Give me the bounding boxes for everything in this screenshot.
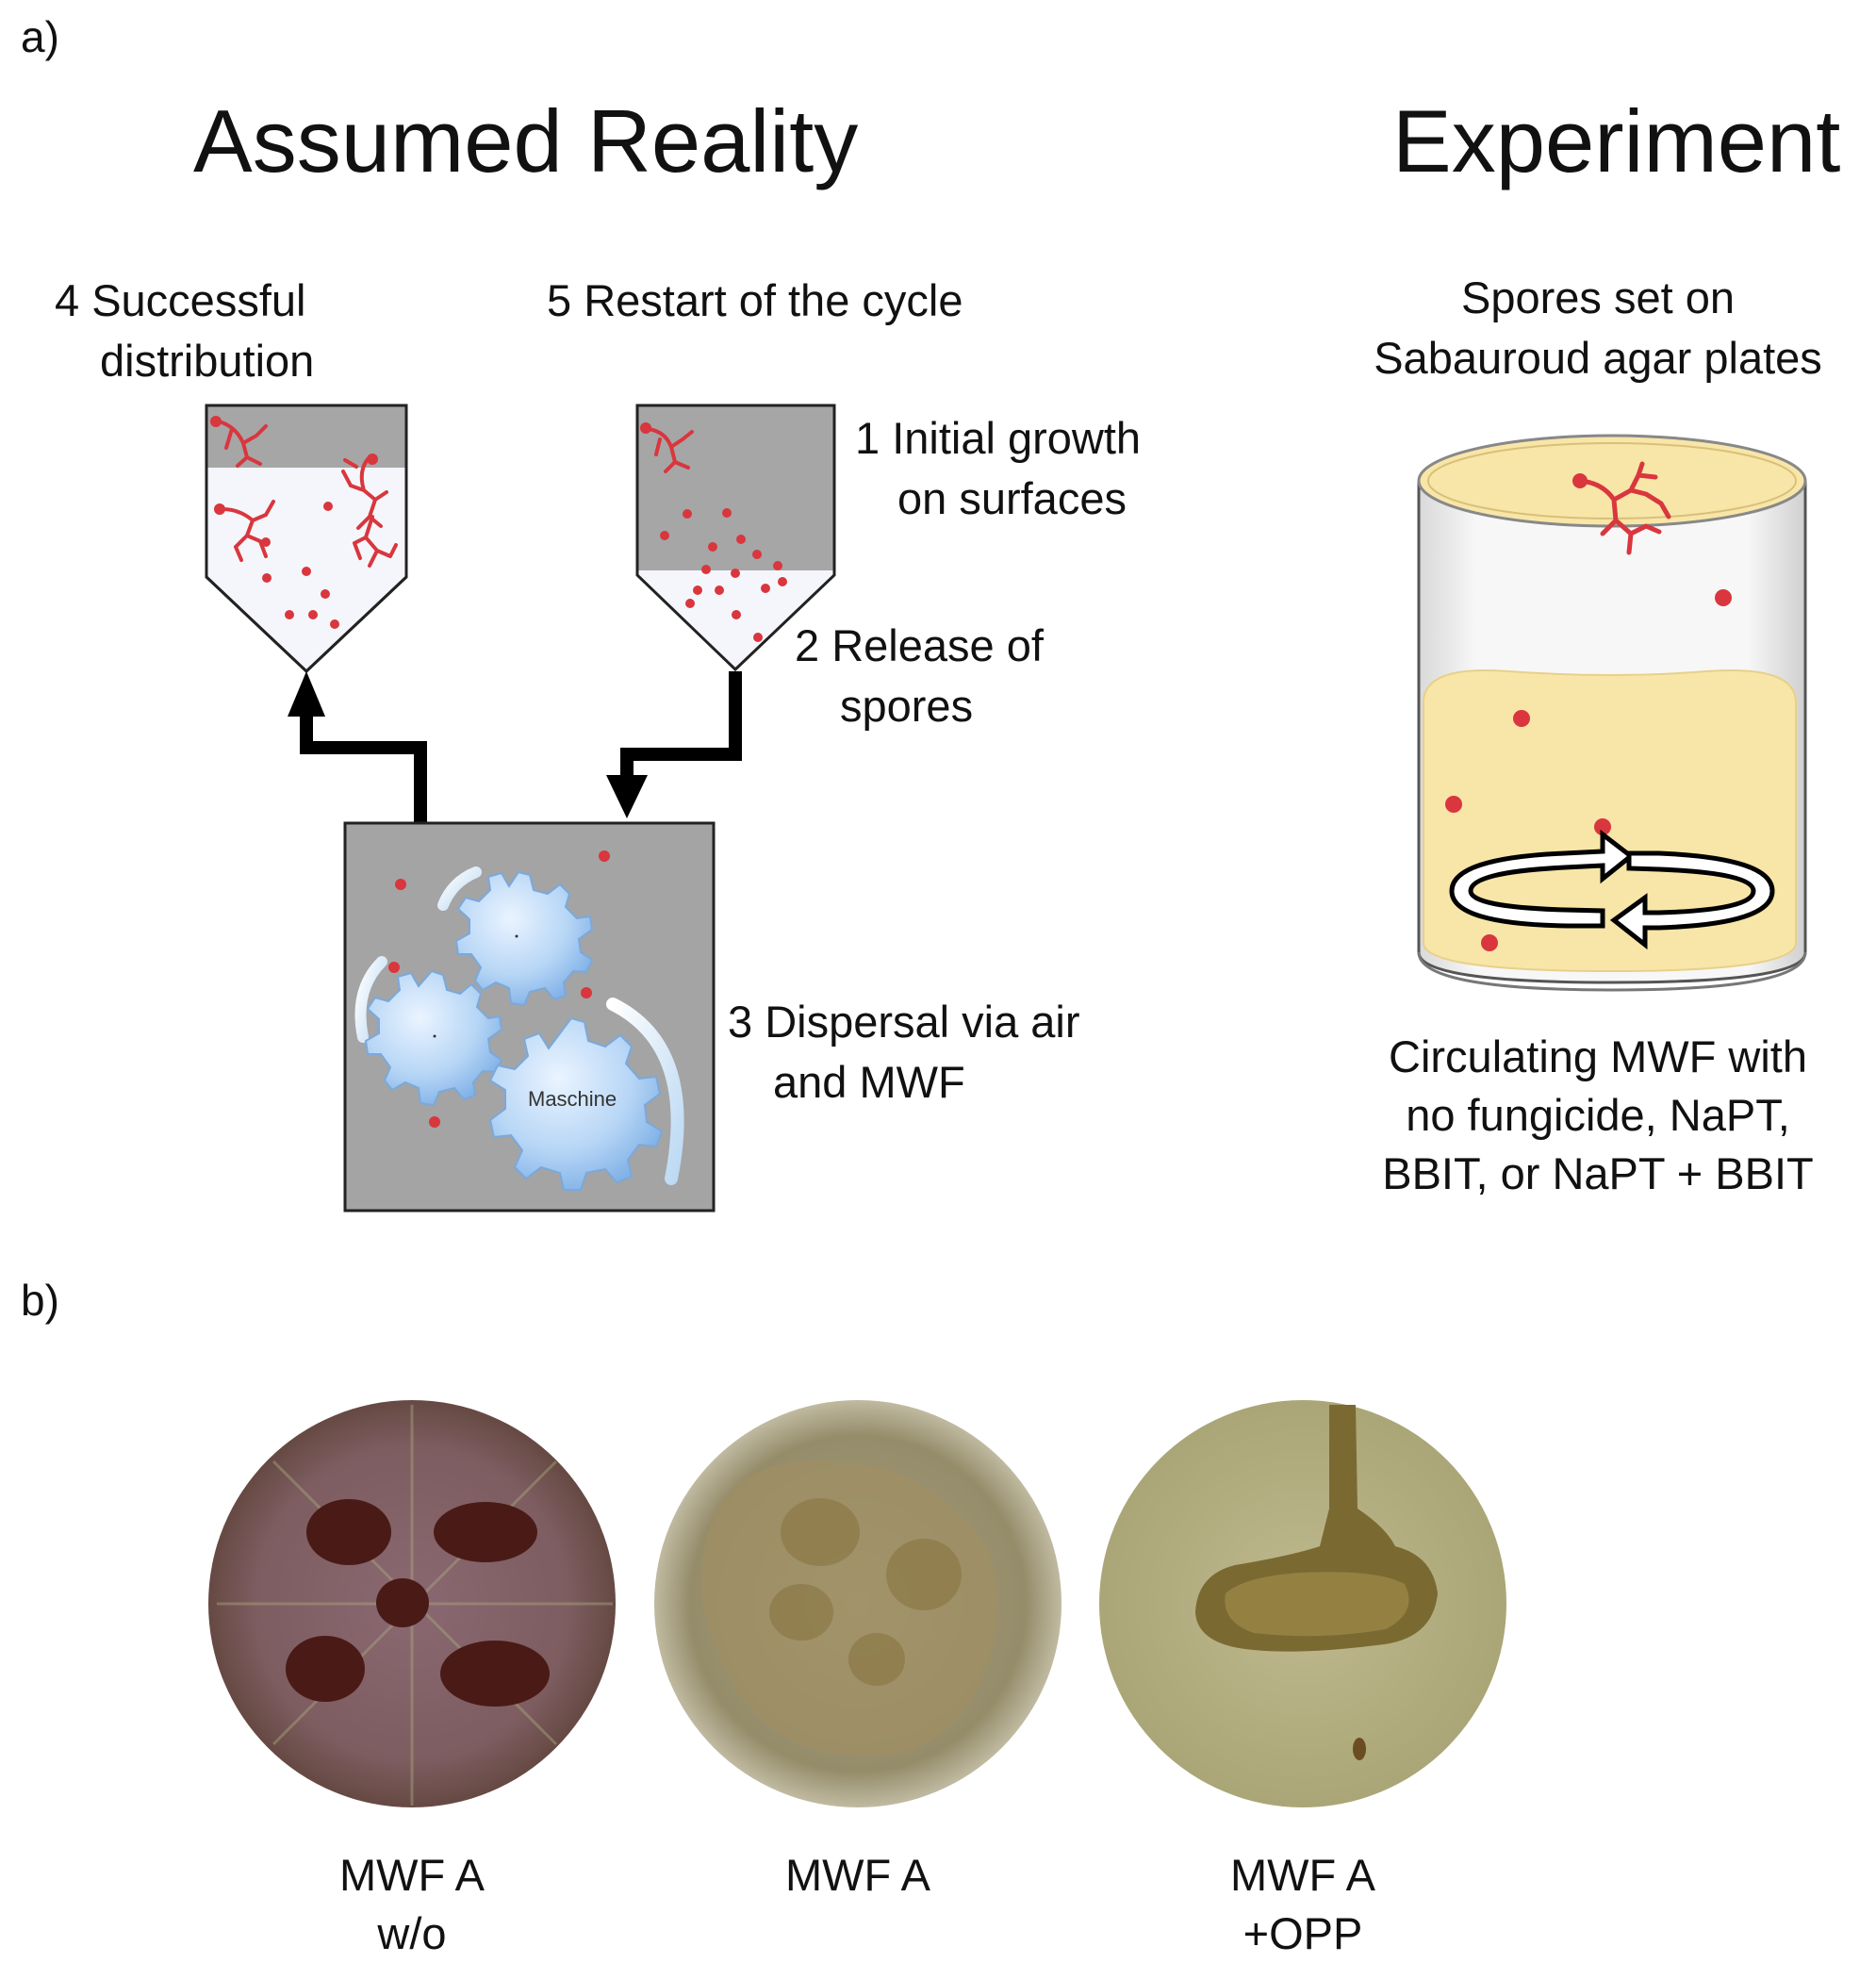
arrow-head-down: [606, 775, 648, 818]
step-1-label: 1 Initial growth on surfaces: [855, 413, 1142, 523]
gear-icon: [454, 870, 594, 1007]
plate-caption-2: MWF A: [784, 1850, 931, 1900]
step-2-label: 2 Release of spores: [795, 620, 1044, 731]
plate-caption-3: MWF A +OPP: [1229, 1850, 1376, 1958]
panel-b-label: b): [21, 1276, 59, 1325]
beaker: [1417, 434, 1807, 992]
gear-icon: [488, 1016, 664, 1191]
experiment-title: Experiment: [1392, 91, 1841, 190]
arrow-head-up: [288, 671, 325, 717]
hopper-distribution: [205, 404, 408, 674]
hopper-initial-growth: [635, 404, 836, 672]
plate-caption-1: MWF A w/o: [338, 1850, 485, 1958]
flow-arrows: [300, 671, 742, 823]
step-5-label: 5 Restart of the cycle: [547, 275, 963, 325]
experiment-top-label: Spores set on Sabauroud agar plates: [1374, 272, 1822, 383]
step-3-label: 3 Dispersal via air and MWF: [728, 997, 1080, 1107]
experiment-bottom-label: Circulating MWF with no fungicide, NaPT,…: [1382, 1031, 1814, 1198]
machine-label: Maschine: [528, 1087, 617, 1111]
assumed-reality-title: Assumed Reality: [193, 91, 859, 190]
circulation-arrows: [1449, 829, 1775, 950]
machine-box: [343, 821, 716, 1212]
gear-icon: [364, 969, 503, 1107]
panel-a-label: a): [21, 12, 59, 61]
step-4-label: 4 Successful distribution: [55, 275, 315, 386]
